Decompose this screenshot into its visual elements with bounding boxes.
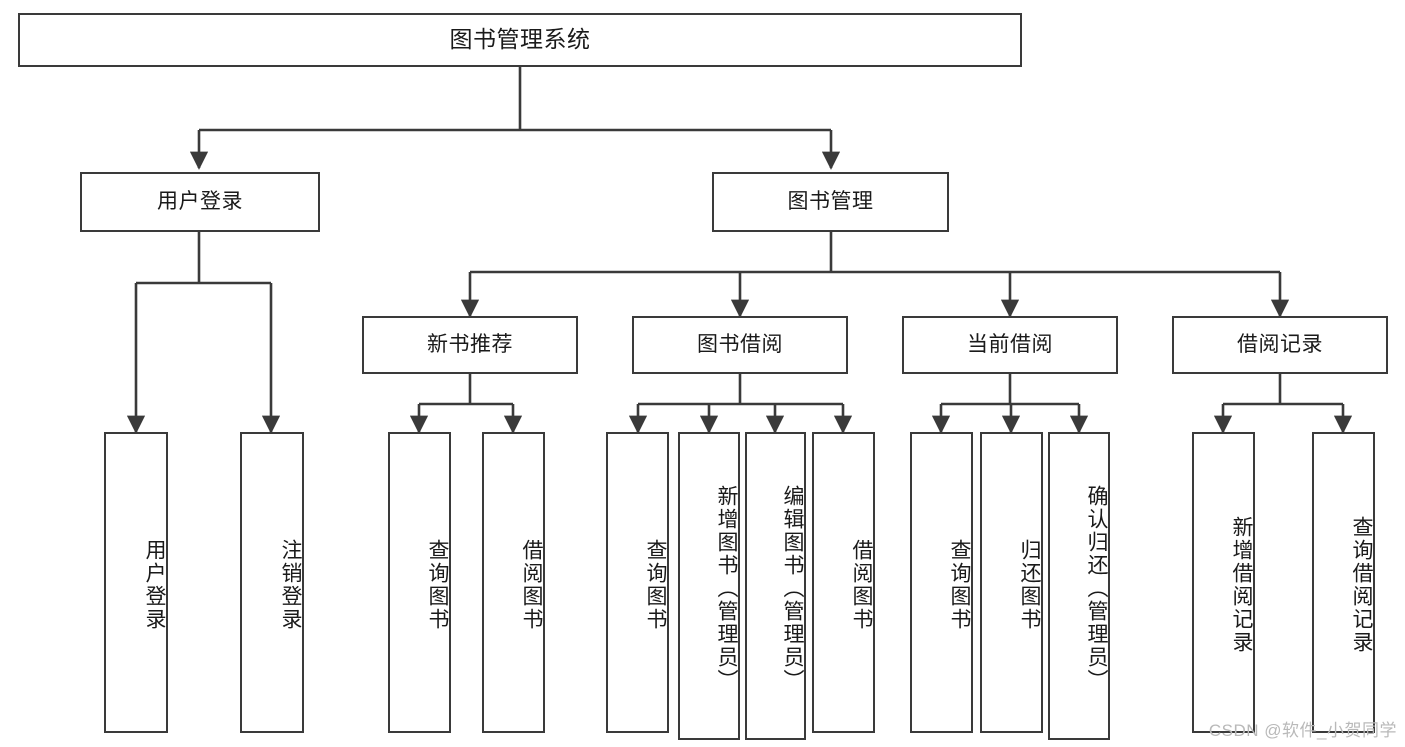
node-book-management[interactable]: 图书管理 [712,172,949,232]
node-leaf-add-book[interactable]: 新增图书（管理员） [678,432,740,740]
watermark-text: CSDN @软件_小贺同学 [1208,721,1397,740]
node-label: 图书管理系统 [449,26,591,53]
node-leaf-borrow-book-2[interactable]: 借阅图书 [812,432,875,733]
node-label: 查询借阅记录 [1350,515,1373,654]
node-leaf-borrow-book-1[interactable]: 借阅图书 [482,432,545,733]
node-leaf-add-borrow-record[interactable]: 新增借阅记录 [1192,432,1255,733]
node-label: 用户登录 [143,538,166,631]
node-leaf-query-book-3[interactable]: 查询图书 [910,432,973,733]
node-label: 新书推荐 [427,332,513,356]
node-label: 当前借阅 [967,332,1053,356]
node-label: 借阅图书 [850,538,873,631]
node-root-book-management-system[interactable]: 图书管理系统 [18,13,1022,67]
node-label: 查询图书 [644,538,667,631]
node-leaf-user-login[interactable]: 用户登录 [104,432,168,733]
node-current-borrow[interactable]: 当前借阅 [902,316,1118,374]
node-label: 确认归还（管理员） [1085,484,1108,692]
node-leaf-query-book-2[interactable]: 查询图书 [606,432,669,733]
node-label: 新增图书（管理员） [715,484,738,692]
node-label: 用户登录 [157,189,243,213]
node-label: 编辑图书（管理员） [781,484,804,692]
node-leaf-confirm-return[interactable]: 确认归还（管理员） [1048,432,1110,740]
node-user-login[interactable]: 用户登录 [80,172,320,232]
node-label: 注销登录 [279,538,302,631]
node-leaf-return-book[interactable]: 归还图书 [980,432,1043,733]
node-borrow-record[interactable]: 借阅记录 [1172,316,1388,374]
node-new-book-recommend[interactable]: 新书推荐 [362,316,578,374]
node-leaf-edit-book[interactable]: 编辑图书（管理员） [745,432,806,740]
node-leaf-user-logout[interactable]: 注销登录 [240,432,304,733]
node-label: 归还图书 [1018,538,1041,631]
node-label: 借阅图书 [520,538,543,631]
node-book-borrow[interactable]: 图书借阅 [632,316,848,374]
node-label: 查询图书 [426,538,449,631]
node-leaf-query-borrow-record[interactable]: 查询借阅记录 [1312,432,1375,733]
node-label: 图书借阅 [697,332,783,356]
node-label: 借阅记录 [1237,332,1323,356]
node-label: 新增借阅记录 [1230,515,1253,654]
node-leaf-query-book-1[interactable]: 查询图书 [388,432,451,733]
node-label: 图书管理 [787,189,874,213]
node-label: 查询图书 [948,538,971,631]
